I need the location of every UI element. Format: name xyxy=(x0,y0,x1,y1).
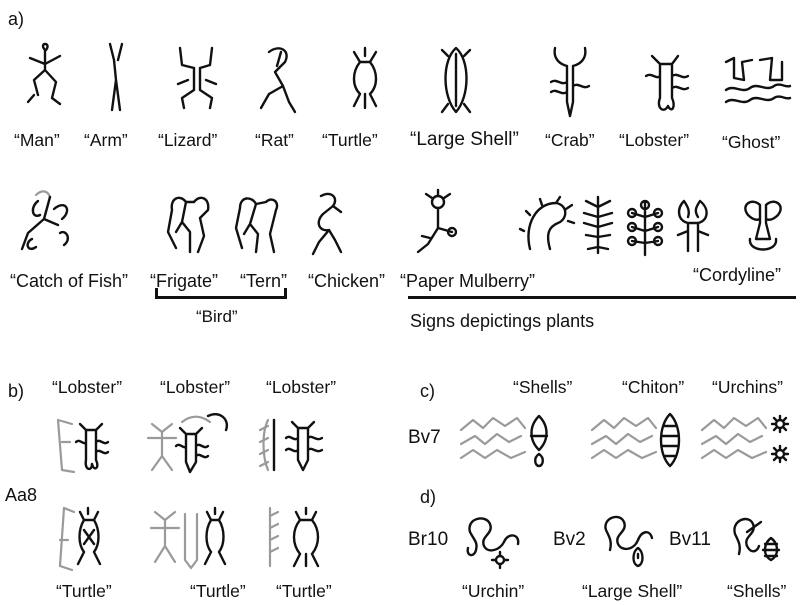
glyph-lobster xyxy=(638,48,693,120)
label-d-shells: “Shells” xyxy=(727,583,786,601)
label-tern: “Tern” xyxy=(240,272,287,290)
label-crab: “Crab” xyxy=(545,132,595,150)
plants-bracket-line xyxy=(408,296,796,299)
label-man: “Man” xyxy=(14,132,60,150)
glyph-plant-2 xyxy=(578,193,618,259)
glyph-chicken xyxy=(305,188,355,260)
glyph-plant-4 xyxy=(670,193,716,257)
glyph-catch-of-fish xyxy=(14,185,84,260)
label-paper-mulberry: “Paper Mulberry” xyxy=(400,272,535,290)
label-ghost: “Ghost” xyxy=(722,134,780,152)
label-bird: “Bird” xyxy=(196,308,238,325)
label-catch-of-fish: “Catch of Fish” xyxy=(10,272,128,290)
glyph-tern xyxy=(228,188,288,260)
label-b-lobster-2: “Lobster” xyxy=(160,379,230,397)
glyph-rat xyxy=(255,42,300,117)
label-bv2: Bv2 xyxy=(553,530,586,549)
panel-a-label: a) xyxy=(8,10,24,28)
label-c-shells: “Shells” xyxy=(513,379,572,397)
glyph-ghost xyxy=(720,50,792,116)
label-turtle: “Turtle” xyxy=(322,132,378,150)
label-lobster: “Lobster” xyxy=(619,132,689,150)
label-br10: Br10 xyxy=(408,530,448,549)
label-cordyline: “Cordyline” xyxy=(693,266,781,284)
glyph-frigate xyxy=(160,188,220,260)
glyph-d-large-shell xyxy=(598,510,658,570)
label-bv7: Bv7 xyxy=(408,428,441,447)
glyph-paper-mulberry xyxy=(408,188,468,260)
panel-b-label: b) xyxy=(8,382,24,400)
glyph-cordyline xyxy=(738,195,788,257)
glyph-b-lobster-3 xyxy=(256,412,346,477)
bird-bracket-right-tick xyxy=(284,288,287,299)
glyph-b-turtle-3 xyxy=(260,500,350,575)
label-aa8: Aa8 xyxy=(5,486,37,504)
glyph-arm xyxy=(98,40,133,115)
glyph-turtle xyxy=(340,42,390,117)
glyph-b-turtle-1 xyxy=(50,500,115,575)
glyph-c-shells xyxy=(455,410,555,470)
label-d-urchin: “Urchin” xyxy=(462,583,524,601)
glyph-plant-3 xyxy=(622,195,668,257)
label-c-chiton: “Chiton” xyxy=(622,379,684,397)
label-chicken: “Chicken” xyxy=(308,272,385,290)
label-b-lobster-3: “Lobster” xyxy=(266,379,336,397)
glyph-d-shells xyxy=(727,510,787,570)
label-b-turtle-1: “Turtle” xyxy=(56,583,112,601)
label-c-urchins: “Urchins” xyxy=(712,379,783,397)
label-arm: “Arm” xyxy=(84,132,128,150)
label-b-turtle-2: “Turtle” xyxy=(190,583,246,601)
label-b-lobster-1: “Lobster” xyxy=(52,379,122,397)
bird-bracket-left-tick xyxy=(155,288,158,299)
label-large-shell: “Large Shell” xyxy=(410,130,519,149)
glyph-crab xyxy=(545,42,595,120)
glyph-d-urchin xyxy=(460,510,530,570)
panel-d-label: d) xyxy=(420,488,436,506)
glyph-man xyxy=(20,40,70,115)
bird-bracket-line xyxy=(155,296,287,299)
glyph-c-urchins xyxy=(696,410,796,470)
glyph-b-lobster-1 xyxy=(50,412,115,477)
label-b-turtle-3: “Turtle” xyxy=(276,583,332,601)
label-d-large-shell: “Large Shell” xyxy=(582,583,682,601)
glyph-b-turtle-2 xyxy=(145,500,240,575)
glyph-lizard xyxy=(170,40,225,115)
label-lizard: “Lizard” xyxy=(158,132,217,150)
panel-c-label: c) xyxy=(420,382,435,400)
label-plants-caption: Signs depictings plants xyxy=(410,312,594,330)
label-rat: “Rat” xyxy=(255,132,294,150)
label-frigate: “Frigate” xyxy=(150,272,218,290)
glyph-plant-1 xyxy=(520,195,575,257)
label-bv11: Bv11 xyxy=(669,530,711,549)
glyph-b-lobster-2 xyxy=(142,412,237,477)
glyph-large-shell xyxy=(436,44,476,119)
glyph-c-chiton xyxy=(586,410,686,470)
